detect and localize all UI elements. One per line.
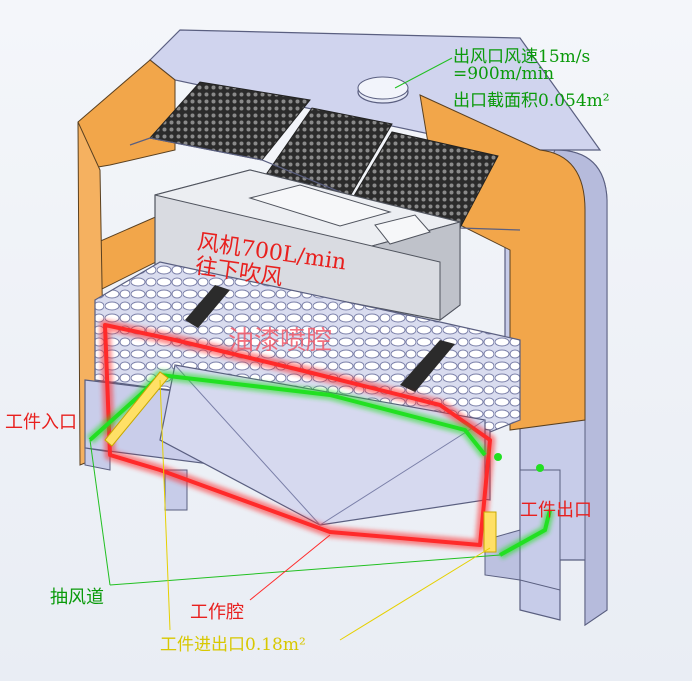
leader-port-left bbox=[159, 379, 171, 631]
label-exhaust-duct: 抽风道 bbox=[50, 587, 104, 608]
label-outlet-speed: 出风口风速15m/s bbox=[453, 47, 591, 67]
label-outlet-area: 出口截面积0.054m² bbox=[453, 91, 610, 111]
work-port-right bbox=[483, 511, 497, 553]
label-work-port: 工件进出口0.18m² bbox=[160, 635, 306, 655]
label-work-inlet: 工件入口 bbox=[5, 412, 77, 433]
leader-exhaust-left bbox=[89, 439, 111, 586]
hopper bbox=[159, 364, 486, 526]
leader-exhaust-right bbox=[109, 554, 501, 586]
leader-work-chamber bbox=[249, 534, 331, 601]
label-outlet-flow: =900m/min bbox=[453, 64, 555, 84]
leader-port-right bbox=[339, 547, 491, 641]
label-spray-chamber: 油漆喷腔 bbox=[228, 326, 333, 356]
leader-outlet bbox=[394, 57, 453, 89]
label-work-outlet: 工件出口 bbox=[520, 500, 592, 521]
label-work-chamber: 工作腔 bbox=[190, 602, 244, 623]
work-port-left bbox=[104, 371, 169, 447]
